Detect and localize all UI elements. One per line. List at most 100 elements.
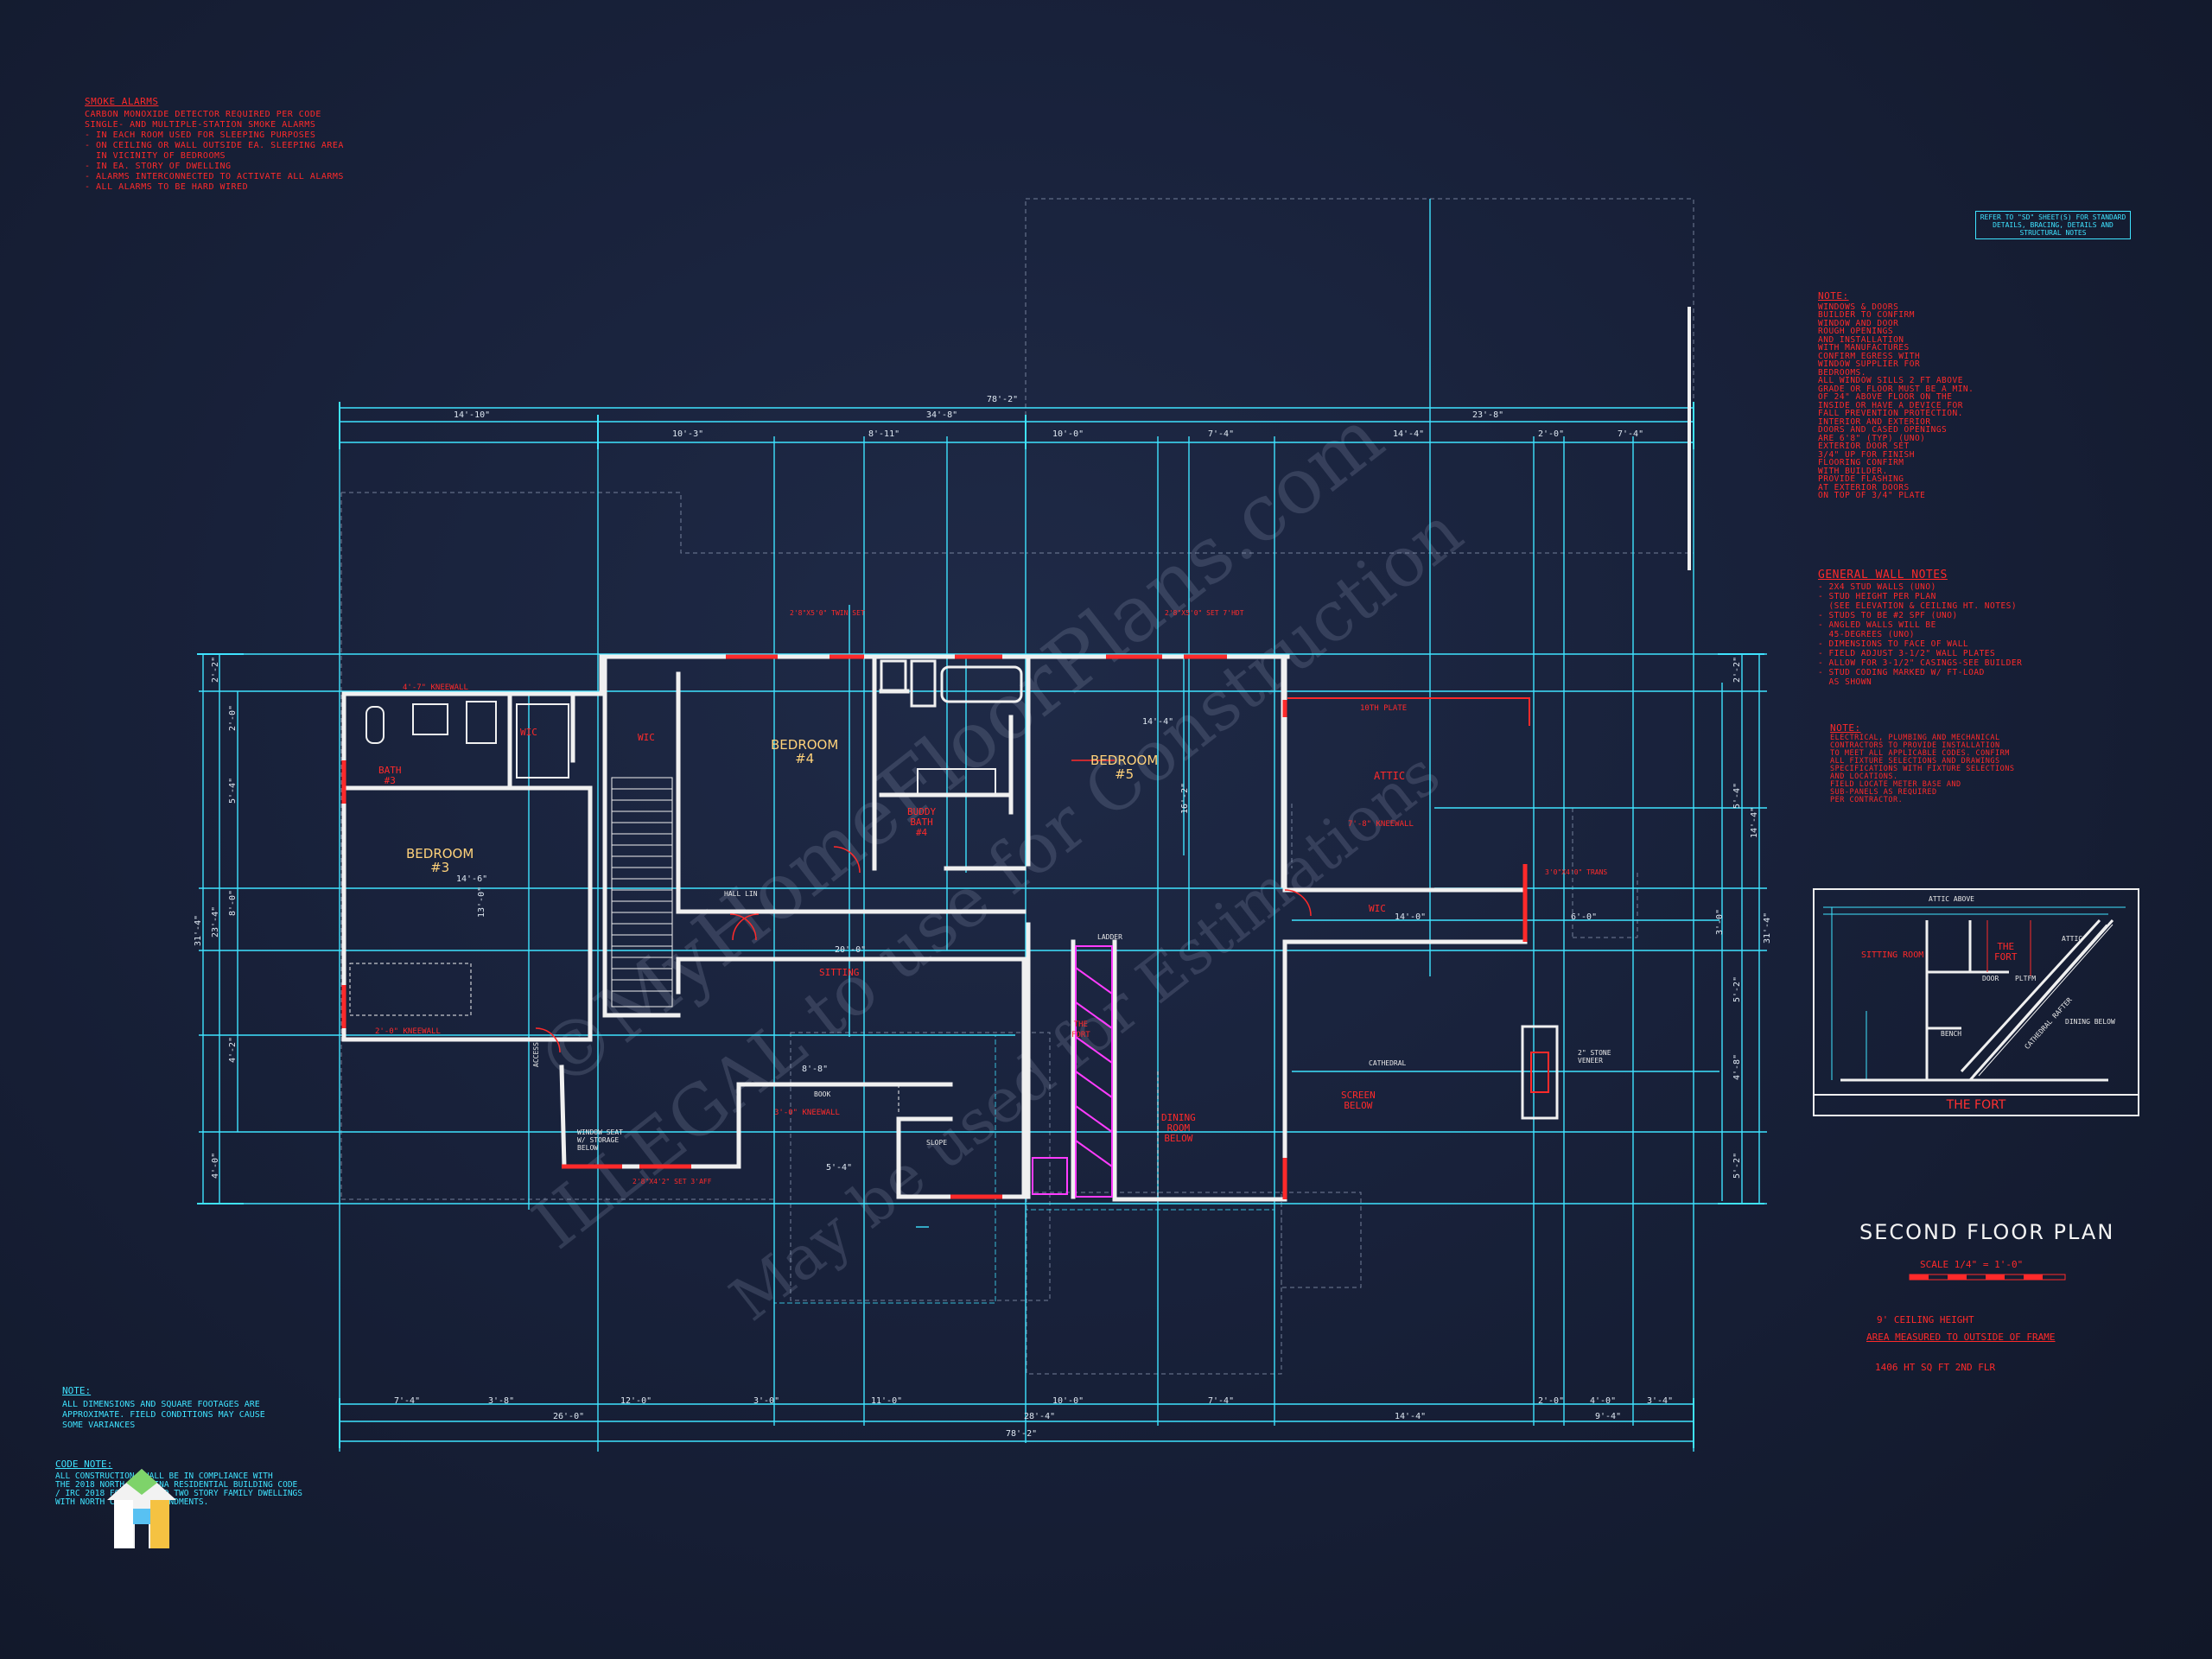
note-line: / IRC 2018 FOR ONE- AND TWO STORY FAMILY… [55, 1489, 302, 1498]
note-line: WINDOW SUPPLIER FOR [1818, 359, 1921, 369]
dim-left: 2'-2" [211, 656, 220, 683]
note-line: SOME VARIANCES [62, 1421, 136, 1430]
dim-left: 23'-4" [211, 906, 220, 938]
smoke-alarms-line: - ALARMS INTERCONNECTED TO ACTIVATE ALL … [85, 172, 344, 181]
window-tag: 2'8"x5'0" TWIN SET [790, 609, 865, 617]
note-line: ELECTRICAL, PLUMBING AND MECHANICAL [1830, 734, 2000, 742]
note-line: BEDROOMS. [1818, 367, 1866, 378]
smoke-alarms-line: - IN EA. STORY OF DWELLING [85, 162, 232, 171]
label-bath-plate: 10TH PLATE [1360, 704, 1408, 713]
dim-right: 4'-8" [1732, 1053, 1742, 1080]
dim-top: 34'-8" [926, 410, 958, 420]
note-line: SUB-PANELS AS REQUIRED [1830, 788, 1937, 797]
label-ladder: LADDER [1097, 933, 1122, 941]
dim-interior: 20'-0" [835, 945, 867, 955]
note-line: - STUD CODING MARKED w/ FT-LOAD [1818, 668, 1985, 677]
electrical-note: NOTE: ELECTRICAL, PLUMBING AND MECHANICA… [1830, 723, 2014, 804]
dim-bottom: 7'-4" [394, 1396, 421, 1406]
note-line: AS SHOWN [1818, 677, 1872, 687]
fort-label-sitting-room: SITTING ROOM [1861, 950, 1924, 960]
dim-bottom: 10'-0" [1052, 1396, 1084, 1406]
dim-left: 5'-4" [228, 777, 238, 804]
stair [611, 777, 673, 1007]
dim-bottom-overall: 78'-2" [1006, 1429, 1038, 1439]
dimensions-note-heading: NOTE: [62, 1385, 92, 1396]
window-tag: 2'8"x4'2" SET 3'AFF [632, 1178, 712, 1185]
windows-doors-heading: NOTE: [1818, 290, 1849, 302]
fort-label-dining-below: DINING BELOW [2065, 1018, 2115, 1026]
note-line: ALL FIXTURE SELECTIONS AND DRAWINGS [1830, 757, 2000, 766]
dim-top: 8'-11" [868, 429, 900, 439]
fort-label-attic-above: ATTIC ABOVE [1929, 895, 1974, 903]
windows-doors-note: NOTE: WINDOWS & DOORS BUILDER TO CONFIRM… [1818, 290, 1974, 500]
area-value: 1406 HT SQ FT 2ND FLR [1875, 1362, 1996, 1373]
note-line: APPROXIMATE. FIELD CONDITIONS MAY CAUSE [62, 1410, 265, 1420]
note-line: FIELD LOCATE METER BASE AND [1830, 780, 1961, 789]
note-line: - 2x4 STUD WALLS (UNO) [1818, 582, 1936, 592]
dimensions-note: NOTE: ALL DIMENSIONS AND SQUARE FOOTAGES… [62, 1386, 265, 1431]
dim-right: 5'-2" [1732, 1152, 1742, 1179]
general-wall-heading: GENERAL WALL NOTES [1818, 569, 1948, 582]
dim-left: 31'-4" [194, 914, 203, 946]
roof-outline [340, 198, 1694, 1375]
note-line: FLOORING CONFIRM [1818, 458, 1904, 467]
dim-top: 14'-4" [1393, 429, 1425, 439]
scale-bar [1909, 1274, 2066, 1281]
code-note-heading: CODE NOTE: [55, 1459, 113, 1470]
note-line: ARE 6'8" (TYP) (UNO) [1818, 433, 1926, 443]
fort-label-bench: BENCH [1941, 1030, 1962, 1038]
chimney [1521, 1025, 1559, 1120]
dim-left: 8'-0" [228, 889, 238, 916]
label-kneewall-d: 7'-8" KNEEWALL [1348, 820, 1414, 829]
smoke-alarms-line: - ON CEILING OR WALL OUTSIDE EA. SLEEPIN… [85, 141, 344, 150]
note-line: OF 24" ABOVE FLOOR ON THE [1818, 392, 1953, 402]
note-line: 3/4" UP FOR FINISH [1818, 449, 1915, 460]
dim-interior: 8'-8" [802, 1065, 829, 1074]
label-access: ACCESS [531, 1042, 540, 1067]
note-line: GRADE OR FLOOR MUST BE A MIN. [1818, 384, 1974, 394]
dim-left: 2'-0" [228, 704, 238, 731]
dim-interior: 16'-2" [1180, 782, 1190, 814]
label-hall-lin: HALL LIN [724, 890, 758, 898]
fort-label-door: DOOR [1982, 975, 1999, 982]
note-line: WINDOW AND DOOR [1818, 318, 1899, 328]
room-bedroom-4: BEDROOM#4 [771, 737, 839, 766]
label-slope: SLOPE [926, 1139, 948, 1147]
room-wic-bath: WIC [520, 727, 537, 738]
dim-right: 14'-4" [1750, 806, 1759, 838]
smoke-alarms-line: CARBON MONOXIDE DETECTOR REQUIRED PER CO… [85, 110, 321, 119]
dim-right: 5'-4" [1732, 782, 1742, 809]
note-line: - STUD HEIGHT PER PLAN [1818, 592, 1936, 601]
note-line: PER CONTRACTOR. [1830, 796, 1904, 804]
dim-top: 7'-4" [1618, 429, 1644, 439]
dim-interior: 14'-6" [456, 874, 488, 884]
note-line: AT EXTERIOR DOORS [1818, 482, 1910, 493]
room-wic-bedroom-5: WIC [1369, 903, 1386, 914]
note-line: ALL WINDOW SILLS 2 FT ABOVE [1818, 376, 1963, 385]
company-logo [107, 1469, 176, 1548]
note-line: THE 2018 NORTH CAROLINA RESIDENTIAL BUIL… [55, 1480, 298, 1490]
fort-section-drawing [1823, 906, 2126, 1082]
walls [341, 654, 1528, 1202]
note-line: INSIDE OR HAVE A DEVICE FOR [1818, 400, 1963, 410]
note-line: WITH BUILDER. [1818, 466, 1888, 476]
smoke-alarms-line: - IN EACH ROOM USED FOR SLEEPING PURPOSE… [85, 130, 316, 140]
note-line: CONFIRM EGRESS WITH [1818, 351, 1921, 361]
area-note: AREA MEASURED TO OUTSIDE OF FRAME [1866, 1332, 2056, 1343]
reference-sheets-note: REFER TO "SD" SHEET(S) FOR STANDARD DETA… [1975, 211, 2131, 239]
note-line: ALL CONSTRUCTION SHALL BE IN COMPLIANCE … [55, 1471, 273, 1481]
note-line: ALL DIMENSIONS AND SQUARE FOOTAGES ARE [62, 1400, 260, 1409]
dim-top: 7'-4" [1208, 429, 1235, 439]
dim-top: 23'-8" [1472, 410, 1504, 420]
dim-bottom: 3'-4" [1647, 1396, 1674, 1406]
dim-bottom: 4'-0" [1590, 1396, 1617, 1406]
dim-bottom: 3'-0" [753, 1396, 780, 1406]
smoke-alarms-note: SMOKE ALARMS CARBON MONOXIDE DETECTOR RE… [85, 97, 344, 193]
note-line: CONTRACTORS TO PROVIDE INSTALLATION [1830, 741, 2000, 750]
